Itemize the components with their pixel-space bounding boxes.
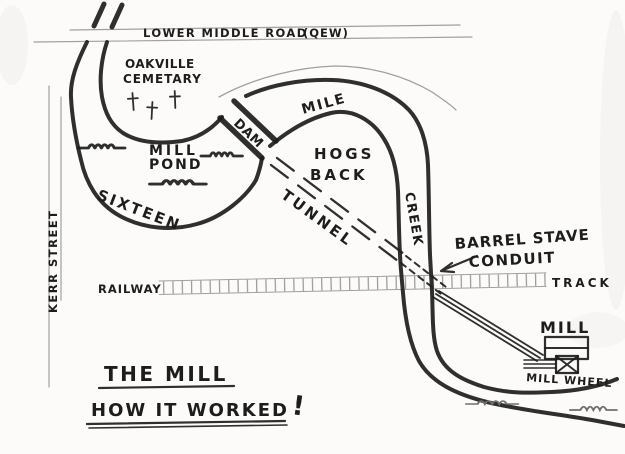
conduit-line: [438, 290, 544, 356]
cemetery-label-line2: CEMETARY: [123, 72, 202, 86]
track-label: TRACK: [552, 276, 612, 290]
creek-upstream: [91, 1, 125, 30]
pond-label-line2: POND: [149, 157, 203, 173]
title-underline-2a: [85, 419, 287, 426]
tunnel-creek-crossing-dash: [405, 255, 447, 288]
railway-label: RAILWAY: [98, 282, 162, 296]
mill-wheel-box: [554, 354, 580, 375]
dam: DAM: [217, 98, 279, 161]
pond-bank-west: [68, 40, 264, 230]
railway-rail-south: [158, 285, 547, 295]
title-underline-2b: [88, 424, 288, 429]
dam-bar-southwest: [217, 115, 265, 161]
railway-ties: [159, 272, 547, 295]
mill-wheel-x-icon: [555, 355, 579, 374]
conduit-pointer-arrow: [439, 254, 479, 274]
railway-rail-north: [158, 272, 547, 282]
title-exclamation: !: [290, 390, 307, 422]
paper-smudge: [0, 5, 28, 85]
hogsback-label-line1: HOGS: [314, 145, 374, 163]
map-title: THE MILL HOW IT WORKED !: [85, 362, 307, 429]
road-line-north: [69, 24, 461, 31]
tunnel-creek-crossing-dash: [400, 262, 442, 295]
railway: RAILWAY TRACK: [98, 272, 612, 296]
paper-smudge: [568, 312, 625, 348]
cemetery-label-line1: OAKVILLE: [125, 57, 195, 71]
valley-bluff-line: [218, 65, 457, 111]
tunnel-dash-lower: [269, 163, 400, 263]
hogs-back: HOGS BACK: [310, 145, 374, 184]
creek-upstream-stroke-east: [109, 2, 125, 30]
conduit-line: [432, 296, 538, 362]
pond-bank-north: [98, 40, 224, 145]
creek-upstream-stroke-west: [91, 1, 107, 29]
creek-bank-outer: [244, 77, 619, 395]
paper-smudge: [600, 10, 625, 310]
conduit-label-line2: CONDUIT: [468, 248, 556, 271]
title-underline-1: [97, 384, 236, 390]
tunnel-dash-upper: [275, 156, 406, 256]
hogsback-label-line2: BACK: [310, 166, 368, 184]
road-label: LOWER MIDDLE ROAD: [143, 26, 308, 40]
road-qew-label: (QEW): [303, 26, 349, 40]
mill-label: MILL: [540, 318, 590, 337]
conduit-line: [435, 293, 541, 359]
title-line1: THE MILL: [104, 362, 228, 386]
kerr-street: KERR STREET: [46, 85, 62, 388]
sixteen-mile-creek: MILE CREEK: [244, 77, 625, 428]
oakville-cemetery: OAKVILLE CEMETARY: [123, 57, 202, 121]
mill-wheel-label: MILL WHEEL: [526, 371, 613, 390]
barrel-stave-conduit: BARREL STAVE CONDUIT: [432, 226, 590, 369]
title-line2: HOW IT WORKED: [91, 400, 289, 421]
dam-bar-northeast: [231, 98, 279, 144]
mill: MILL MILL WHEEL: [526, 318, 613, 390]
pond-label-line1: MILL: [149, 143, 198, 159]
kerr-street-label: KERR STREET: [46, 209, 60, 313]
